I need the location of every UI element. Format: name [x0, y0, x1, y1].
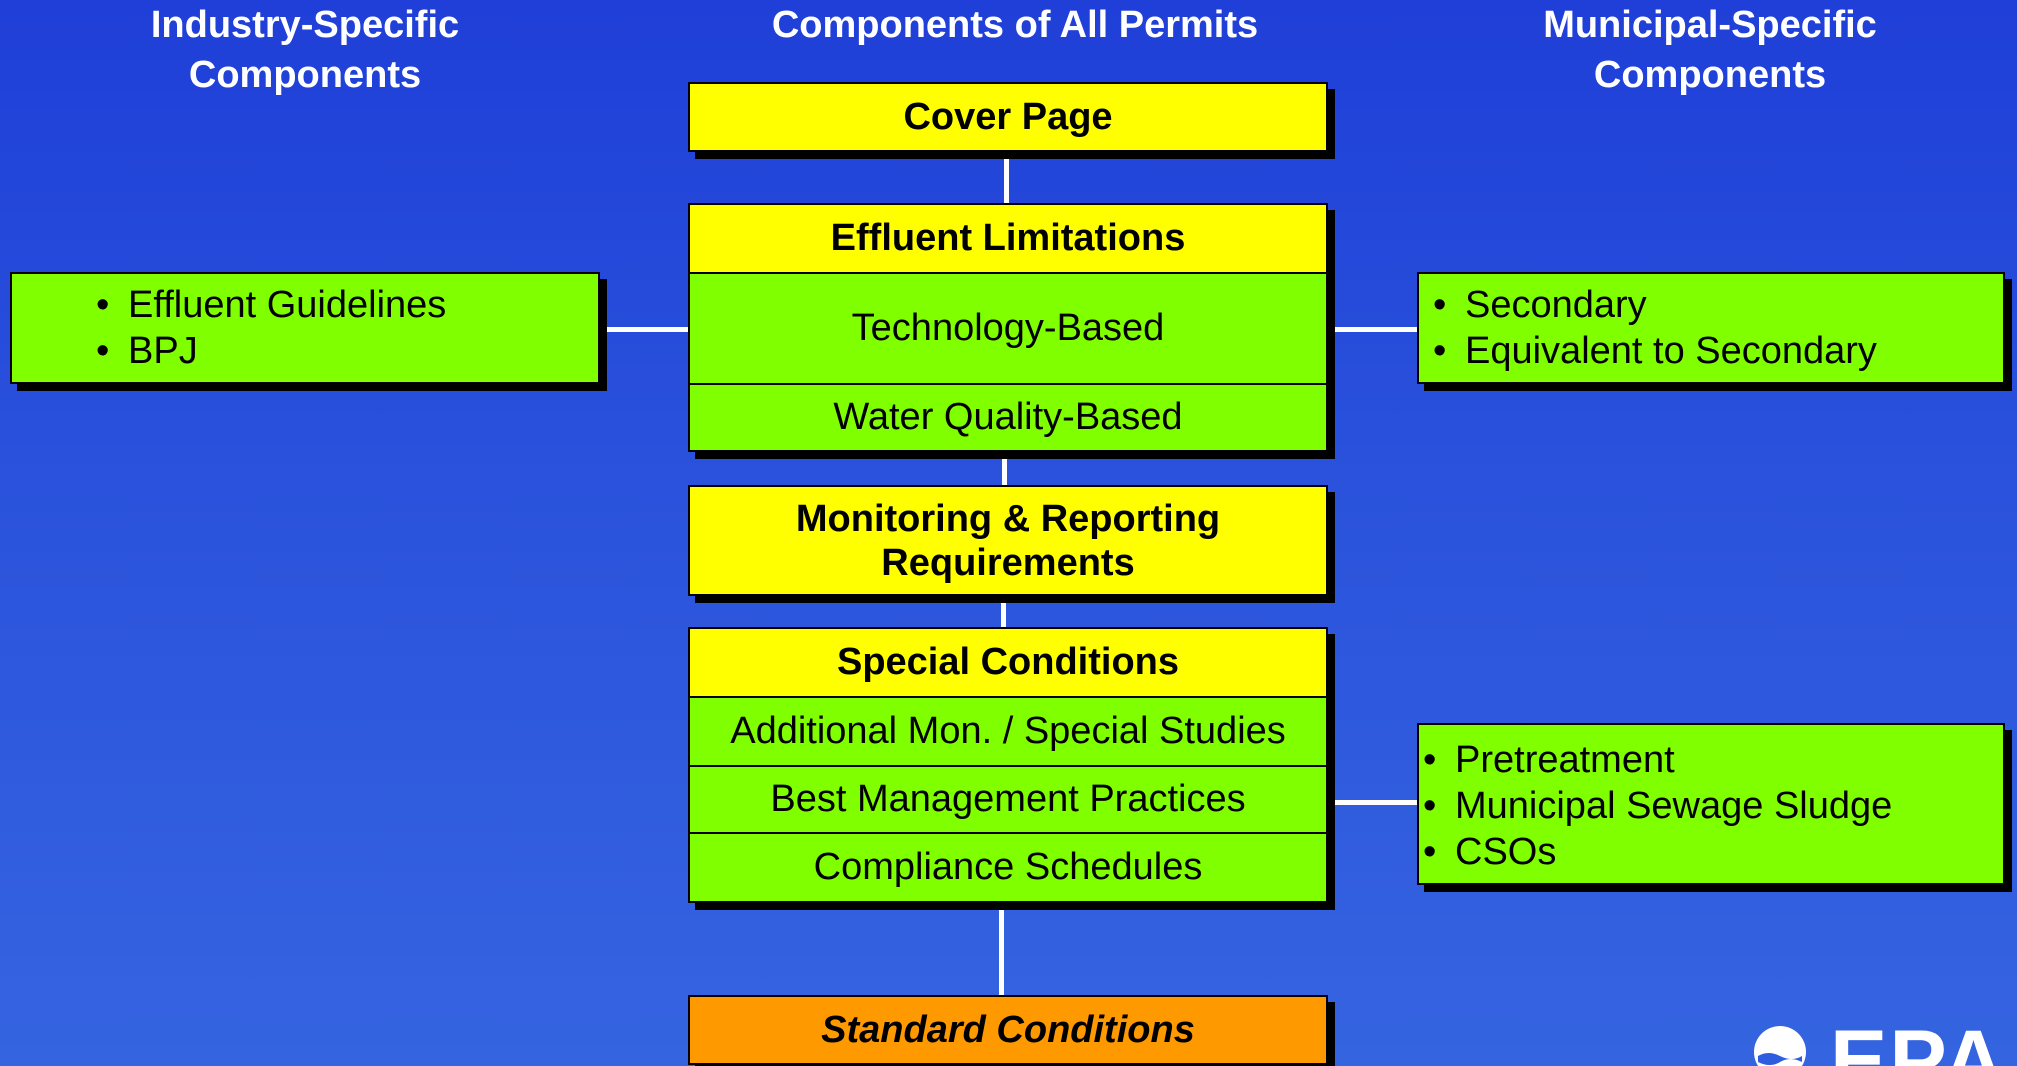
epa-logo-text: EPA — [1830, 1022, 2006, 1066]
industry-list: Effluent Guidelines BPJ — [92, 282, 598, 374]
connector-industry — [605, 327, 688, 332]
connector-special-standard — [999, 903, 1004, 995]
municipal-special-box: Pretreatment Municipal Sewage Sludge CSO… — [1417, 723, 2005, 885]
municipal-header: Municipal-Specific Components — [1543, 4, 1877, 96]
special-title: Special Conditions — [690, 629, 1326, 698]
standard-conditions-box: Standard Conditions — [688, 995, 1328, 1065]
epa-seal-icon — [1754, 1026, 1806, 1066]
list-item: BPJ — [92, 328, 598, 374]
special-item: Best Management Practices — [690, 767, 1326, 834]
effluent-limitations-box: Effluent Limitations Technology-Based Wa… — [688, 203, 1328, 452]
industry-box: Effluent Guidelines BPJ — [10, 272, 600, 384]
special-conditions-box: Special Conditions Additional Mon. / Spe… — [688, 627, 1328, 903]
connector-effluent-monitoring — [1002, 452, 1007, 488]
list-item: Effluent Guidelines — [92, 282, 598, 328]
cover-page-label: Cover Page — [903, 95, 1113, 138]
cover-page-box: Cover Page — [688, 82, 1328, 152]
epa-logo: EPA — [1750, 1022, 2017, 1066]
municipal-list: Secondary Equivalent to Secondary — [1429, 282, 2003, 374]
technology-based: Technology-Based — [690, 274, 1326, 385]
monitoring-box: Monitoring & Reporting Requirements — [688, 485, 1328, 596]
industry-header: Industry-Specific Components — [150, 4, 460, 96]
all-permits-header: Components of All Permits — [771, 4, 1259, 46]
water-quality-based: Water Quality-Based — [690, 385, 1326, 450]
list-item: Secondary — [1429, 282, 2003, 328]
standard-conditions-label: Standard Conditions — [821, 1008, 1195, 1051]
list-item: Pretreatment — [1419, 737, 2003, 783]
special-item: Compliance Schedules — [690, 834, 1326, 901]
connector-monitoring-special — [1001, 596, 1006, 627]
list-item: CSOs — [1419, 829, 2003, 875]
list-item: Equivalent to Secondary — [1429, 328, 2003, 374]
municipal-special-list: Pretreatment Municipal Sewage Sludge CSO… — [1419, 737, 2003, 875]
monitoring-label: Monitoring & Reporting Requirements — [795, 497, 1221, 584]
municipal-box: Secondary Equivalent to Secondary — [1417, 272, 2005, 384]
list-item: Municipal Sewage Sludge — [1419, 783, 2003, 829]
special-item: Additional Mon. / Special Studies — [690, 698, 1326, 767]
connector-municipal-special — [1335, 800, 1420, 805]
connector-municipal — [1335, 327, 1420, 332]
effluent-title: Effluent Limitations — [690, 205, 1326, 274]
connector-cover-effluent — [1004, 155, 1009, 203]
